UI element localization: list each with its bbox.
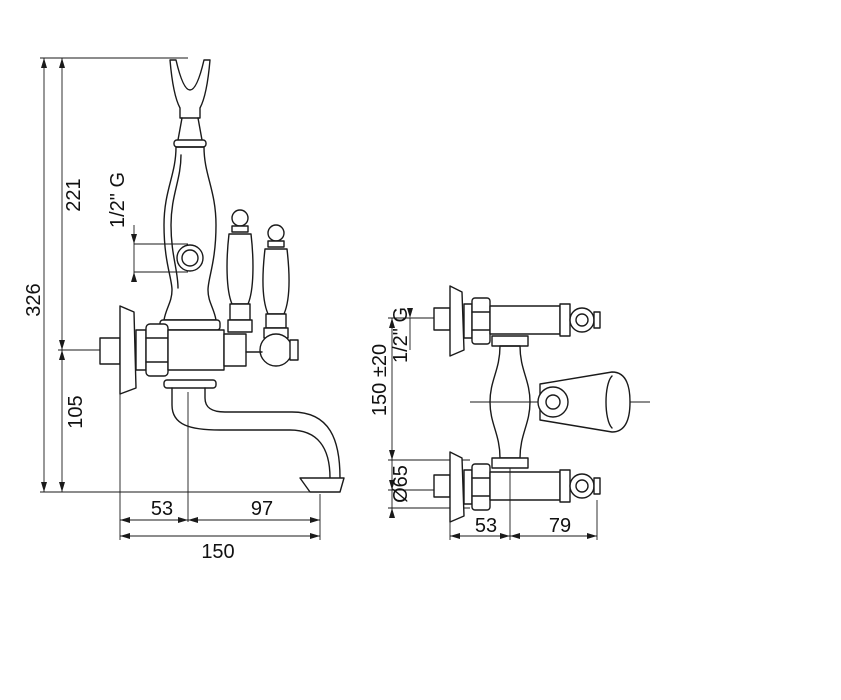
upper-inlet (433, 285, 601, 357)
lower-inlet (433, 451, 601, 523)
spout (163, 379, 345, 493)
column-body (159, 146, 221, 331)
side-horizontal-dimensions (449, 468, 598, 540)
dim-left-offset-side: 53 (475, 515, 497, 537)
wall-inlet (99, 305, 247, 395)
dim-left-offset-front: 53 (151, 498, 173, 520)
dim-upper-height: 221 (63, 178, 85, 211)
side-view: 150 ±20 1/2" G Ø65 (369, 285, 650, 540)
hand-shower-hook (169, 59, 211, 148)
dim-flange-diameter: Ø65 (390, 465, 412, 503)
tap-handle-left (226, 209, 254, 333)
dim-lower-height: 105 (65, 395, 87, 428)
front-horizontal-dimensions (119, 392, 321, 540)
dim-total-width: 150 (201, 541, 234, 563)
tap-handle-right (245, 224, 299, 367)
mixer-body (489, 335, 631, 469)
dim-thread-front: 1/2" G (107, 172, 129, 228)
dim-thread-side: 1/2" G (390, 307, 412, 363)
dim-spout-reach: 97 (251, 498, 273, 520)
front-view: 326 221 105 1/2" G (23, 57, 345, 563)
dim-centres: 150 ±20 (369, 344, 391, 416)
dim-right-offset-side: 79 (549, 515, 571, 537)
front-vertical-dimensions (40, 57, 310, 493)
dim-overall-height: 326 (23, 283, 45, 316)
front-thread-dimension (131, 225, 204, 282)
